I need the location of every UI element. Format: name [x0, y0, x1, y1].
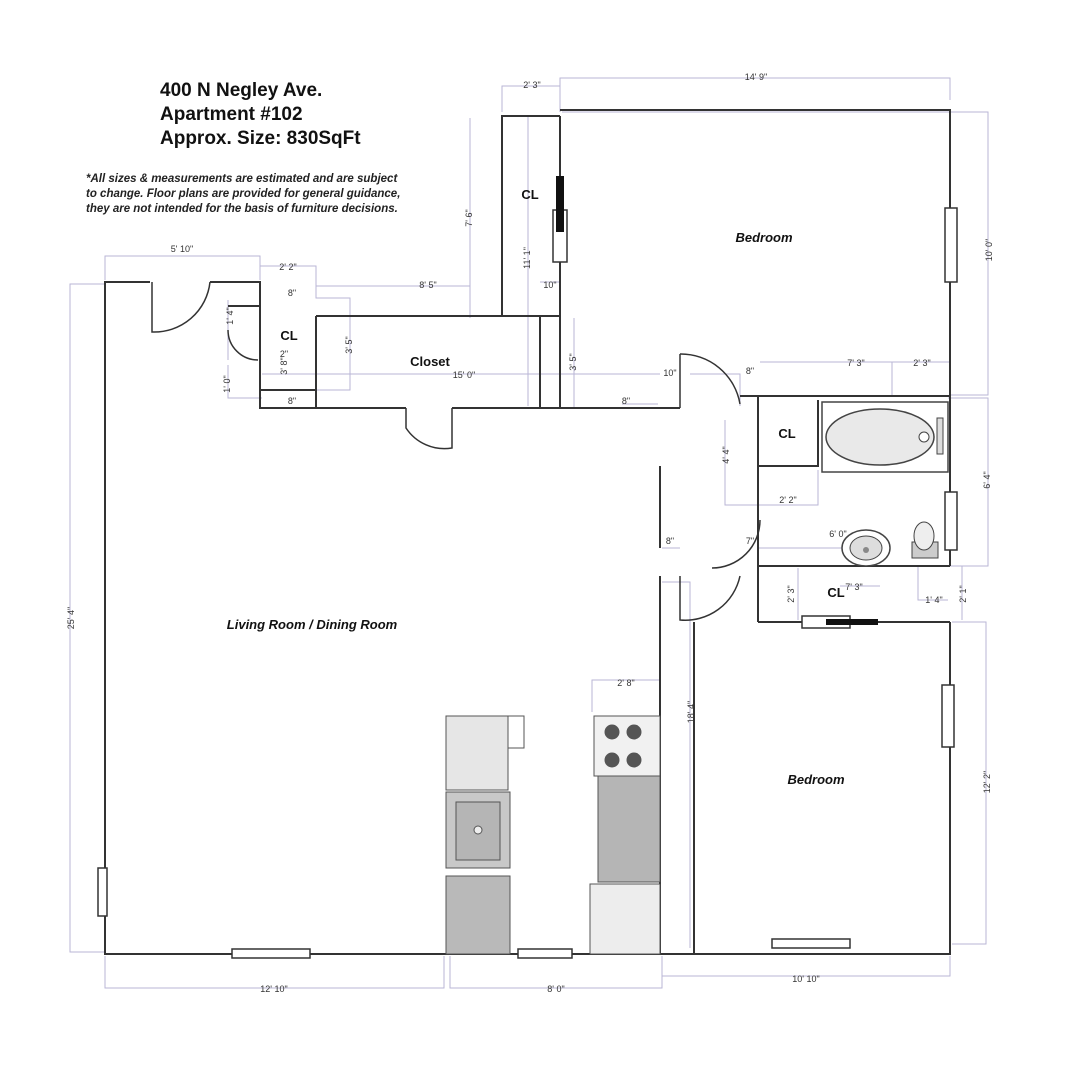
dim-label: 1' 4"	[925, 595, 942, 605]
dim-label: 7' 3"	[847, 358, 864, 368]
dim-label: 8"	[622, 396, 630, 406]
dim-label: 8"	[666, 536, 674, 546]
cl-entry-label: CL	[280, 328, 297, 343]
dim-label: 3' 5"	[344, 336, 354, 353]
living-room-label: Living Room / Dining Room	[227, 617, 398, 632]
closet-label: Closet	[410, 354, 450, 369]
dim-label: 10' 0"	[984, 239, 994, 261]
dim-label: 3' 5"	[568, 353, 578, 370]
dim-label: 10"	[663, 368, 676, 378]
dim-label: 14' 9"	[745, 72, 767, 82]
bathroom-sink	[841, 529, 891, 567]
disclaimer-line-2: to change. Floor plans are provided for …	[86, 188, 401, 200]
kitchen	[445, 715, 661, 955]
dim-label: 25' 4"	[66, 607, 76, 629]
dim-label: 2' 3"	[913, 358, 930, 368]
apartment-number: Apartment #102	[160, 104, 303, 125]
dim-label: 1' 0"	[222, 375, 232, 392]
dim-label: 15' 0"	[453, 370, 475, 380]
dim-label: 3' 8"	[279, 357, 289, 374]
dim-label: 5' 10"	[171, 244, 193, 254]
dim-label: 10' 10"	[792, 974, 819, 984]
dim-label: 4' 4"	[721, 446, 731, 463]
bathtub	[821, 401, 949, 473]
dim-label: 2' 1"	[958, 585, 968, 602]
windows	[97, 207, 958, 959]
dim-label: 10"	[543, 280, 556, 290]
dimension-lines	[69, 77, 989, 989]
dim-label: 6' 0"	[829, 529, 846, 539]
dim-label: 12' 2"	[982, 771, 992, 793]
address-title: 400 N Negley Ave.	[160, 80, 323, 101]
dim-label: 8"	[746, 366, 754, 376]
toilet	[911, 521, 939, 559]
cl-hall-label: CL	[827, 585, 844, 600]
dim-label: 2' 3"	[523, 80, 540, 90]
dim-label: 8"	[288, 288, 296, 298]
dim-label: 2' 8"	[617, 678, 634, 688]
closet-rods	[556, 176, 878, 625]
disclaimer-note: *All sizes & measurements are estimated …	[86, 172, 466, 217]
disclaimer-line-1: *All sizes & measurements are estimated …	[86, 173, 398, 185]
dim-label: 2' 2"	[779, 495, 796, 505]
dim-label: 2' 3"	[786, 585, 796, 602]
approx-size: Approx. Size: 830SqFt	[160, 128, 361, 149]
bedroom-top-label: Bedroom	[735, 230, 793, 245]
dim-label: 7' 3"	[845, 582, 862, 592]
dim-label: 7' 6"	[464, 209, 474, 226]
dim-label: 11' 1"	[522, 247, 532, 269]
dim-label: 7"	[746, 536, 754, 546]
cl-bath-label: CL	[778, 426, 795, 441]
dim-label: 6' 4"	[982, 471, 992, 488]
dim-label: 2' 2"	[279, 262, 296, 272]
dim-label: 12' 10"	[260, 984, 287, 994]
door-swings	[151, 281, 761, 621]
dim-label: 18' 4"	[686, 701, 696, 723]
dim-label: 2"	[280, 349, 288, 359]
dim-label: 8' 0"	[547, 984, 564, 994]
disclaimer-line-3: they are not intended for the basis of f…	[86, 203, 398, 215]
dim-label: 8' 5"	[419, 280, 436, 290]
bedroom-bottom-label: Bedroom	[787, 772, 845, 787]
dim-label: 1' 4"	[225, 307, 235, 324]
cl-top-label: CL	[521, 187, 538, 202]
dim-label: 8"	[288, 396, 296, 406]
